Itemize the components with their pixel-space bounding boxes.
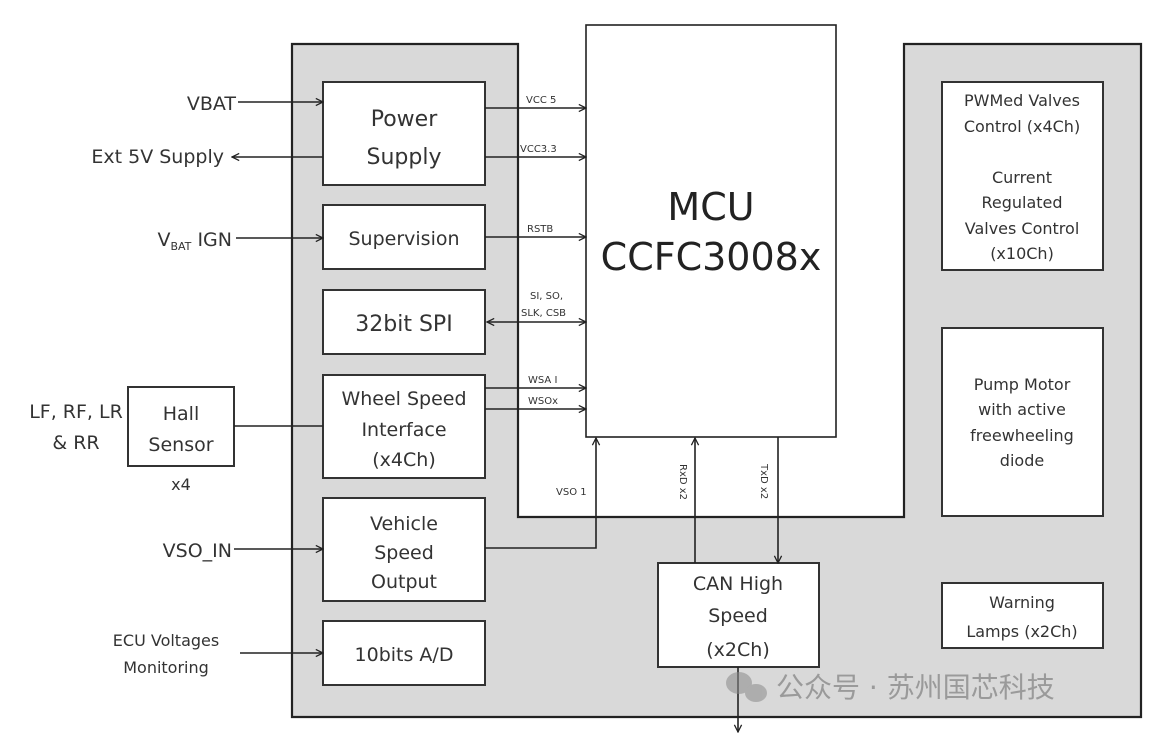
vso1-label: VSO 1 — [556, 487, 587, 498]
wsai-label: WSA I — [528, 375, 557, 386]
spi-label: 32bit SPI — [355, 312, 452, 337]
vcc33-label: VCC3.3 — [520, 144, 557, 155]
hall-sensor-block — [127, 386, 235, 467]
supervision-label: Supervision — [348, 228, 459, 250]
wsox-label: WSOx — [528, 396, 558, 407]
spi-signals-label-1: SI, SO, — [530, 291, 563, 302]
ecu-voltages-label-2: Monitoring — [123, 658, 209, 677]
vehicle-speed-label-1: Vehicle — [370, 513, 438, 535]
mcu-title: MCU — [667, 185, 754, 229]
warning-label-2: Lamps (x2Ch) — [966, 622, 1077, 641]
adc-block — [322, 620, 486, 686]
vbat-ign-label: VBAT IGN — [157, 229, 232, 253]
wheel-speed-label-2: Interface — [361, 419, 446, 441]
power-supply-label-1: Power — [371, 107, 438, 132]
power-supply-block — [322, 81, 486, 186]
valves-label-4: Regulated — [981, 193, 1062, 212]
valves-control-block — [941, 81, 1104, 271]
wechat-icon — [726, 672, 767, 702]
wheels-label-1: LF, RF, LR — [29, 401, 123, 423]
can-label-3: (x2Ch) — [706, 639, 769, 661]
valves-label-2: Control (x4Ch) — [964, 117, 1080, 136]
vcc5-label: VCC 5 — [526, 95, 556, 106]
valves-label-6: (x10Ch) — [990, 244, 1054, 263]
pump-motor-block — [941, 327, 1104, 517]
pump-label-2: with active — [978, 400, 1066, 419]
watermark-text: 公众号 · 苏州国芯科技 — [776, 671, 1055, 704]
ecu-voltages-label-1: ECU Voltages — [113, 631, 219, 650]
mcu-part-number: CCFC3008x — [601, 235, 822, 279]
vehicle-speed-label-3: Output — [371, 571, 437, 593]
can-label-2: Speed — [708, 605, 768, 627]
power-supply-label-2: Supply — [367, 145, 442, 170]
warning-label-1: Warning — [989, 593, 1055, 612]
txd-label: TxD x2 — [758, 463, 769, 499]
valves-label-3: Current — [992, 168, 1052, 187]
pump-label-4: diode — [1000, 451, 1044, 470]
hall-sensor-label-2: Sensor — [148, 434, 213, 456]
rxd-label: RxD x2 — [677, 464, 688, 500]
valves-label-5: Valves Control — [965, 219, 1080, 238]
adc-label: 10bits A/D — [355, 644, 454, 666]
spi-block — [322, 289, 486, 355]
can-label-1: CAN High — [693, 573, 783, 595]
pump-label-1: Pump Motor — [974, 375, 1071, 394]
vso1-arrow — [485, 438, 596, 549]
ext-5v-supply-label: Ext 5V Supply — [91, 146, 224, 168]
wheel-speed-interface-block — [322, 374, 486, 479]
spi-signals-label-2: SLK, CSB — [521, 308, 566, 319]
rstb-label: RSTB — [527, 224, 553, 235]
mcu-block — [585, 24, 837, 438]
pump-label-3: freewheeling — [970, 426, 1074, 445]
vehicle-speed-label-2: Speed — [374, 542, 434, 564]
wheel-speed-label-3: (x4Ch) — [372, 449, 435, 471]
vso-in-label: VSO_IN — [163, 540, 232, 562]
hall-sensor-count: x4 — [171, 475, 191, 494]
wheels-label-2: & RR — [52, 432, 99, 454]
hall-sensor-label-1: Hall — [163, 403, 200, 425]
valves-label-1: PWMed Valves — [964, 91, 1080, 110]
can-high-speed-block — [657, 562, 820, 668]
wheel-speed-label-1: Wheel Speed — [341, 388, 466, 410]
warning-lamps-block — [941, 582, 1104, 649]
vbat-label: VBAT — [187, 93, 237, 115]
